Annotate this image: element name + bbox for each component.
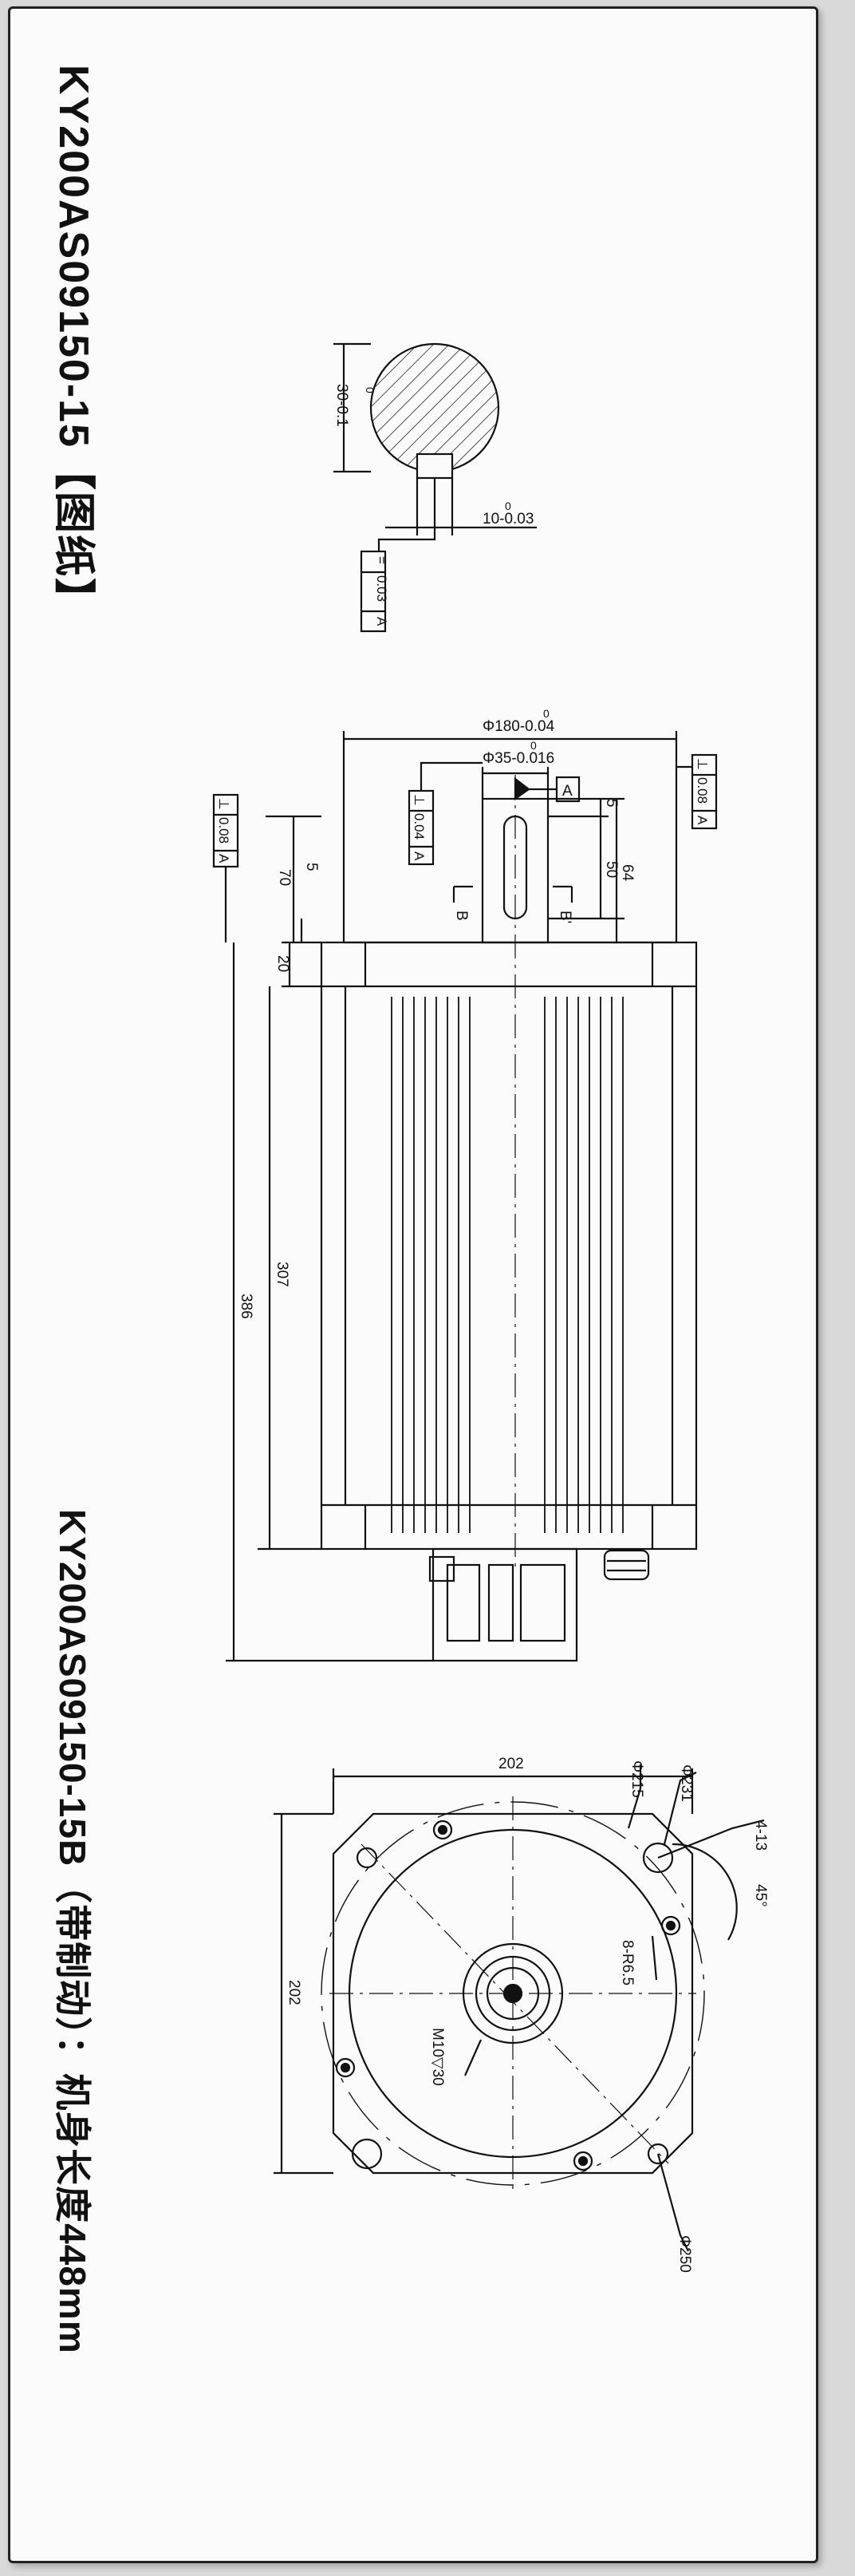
dim-50: 50 — [603, 861, 620, 878]
motor-front-view — [274, 1764, 765, 2252]
angle-label: 45° — [752, 1884, 769, 1907]
drawing-title-left: KY200AS09150-15【图纸】 — [50, 65, 97, 621]
technical-drawing: KY200AS09150-15【图纸】 KY200AS09150-15B（带制动… — [50, 65, 769, 2354]
fcf-right-symbol: ⊥ — [695, 758, 710, 770]
front-flange-square — [332, 1812, 694, 2175]
motor-body — [320, 941, 698, 1551]
dim-386: 386 — [238, 1294, 254, 1319]
section-mark-b: B — [453, 911, 470, 921]
fcf-shaft-datum: A — [374, 617, 389, 626]
shaft-section-view — [333, 342, 537, 633]
dim-20: 20 — [274, 955, 291, 972]
flange-dia-dim: Φ180-0.04 — [483, 718, 555, 735]
mount-hole-2 — [642, 1842, 674, 1874]
dim-70: 70 — [276, 869, 293, 886]
fcf-left-datum: A — [216, 854, 231, 863]
shaft-keyway — [416, 452, 454, 480]
fcf-mid-datum: A — [412, 851, 427, 861]
key-width-tol: 0 — [505, 500, 511, 512]
shaft-dia-tol: 0 — [530, 739, 537, 752]
fcf-right-box — [691, 753, 718, 830]
dia-215-label: Φ215 — [628, 1760, 645, 1798]
drawing-sheet: KY200AS09150-15【图纸】 KY200AS09150-15B（带制动… — [8, 6, 818, 2563]
datum-a-label: A — [562, 783, 573, 800]
front-height-dim: 202 — [286, 1980, 302, 2005]
dim-5-top: 5 — [603, 799, 620, 808]
drawing-title-right: KY200AS09150-15B（带制动）：机身长度448mm — [52, 1509, 93, 2354]
cable-gland — [603, 1549, 650, 1581]
fcf-shaft-value: 0.03 — [374, 575, 389, 602]
holes-label: 4-13 — [752, 1820, 769, 1851]
dim-64: 64 — [619, 864, 636, 882]
thread-label: M10▽30 — [429, 2028, 446, 2086]
section-mark-b-prime: B' — [557, 911, 573, 923]
shaft-height-tol: 0 — [364, 387, 376, 393]
dia-250-label: Φ250 — [676, 2235, 693, 2273]
fcf-shaft-symbol: = — [374, 556, 389, 564]
fcf-mid-symbol: ⊥ — [412, 794, 427, 806]
cooling-fins-right — [544, 997, 624, 1533]
front-width-dim: 202 — [498, 1756, 524, 1772]
dim-5-left: 5 — [303, 863, 320, 871]
shaft-section-circle — [369, 342, 500, 473]
fcf-mid-value: 0.04 — [412, 813, 427, 840]
motor-side-view — [212, 731, 718, 1662]
fcf-right-datum: A — [695, 816, 710, 825]
key-width-dim: 10-0.03 — [483, 511, 534, 527]
cooling-fins-left — [391, 997, 471, 1533]
fcf-left-value: 0.08 — [216, 817, 231, 844]
mount-hole-1 — [351, 2138, 383, 2170]
shaft-height-dim: 30-0.1 — [333, 384, 350, 427]
dia-231-label: Φ231 — [678, 1764, 695, 1802]
rear-connector-housing — [431, 1547, 578, 1662]
fcf-right-value: 0.08 — [695, 777, 710, 804]
shaft-dia-dim: Φ35-0.016 — [483, 750, 554, 767]
fcf-left-symbol: ⊥ — [216, 798, 231, 810]
dim-307: 307 — [274, 1262, 290, 1287]
radius-label: 8-R6.5 — [619, 1940, 636, 1985]
flange-dia-tol: 0 — [543, 707, 550, 720]
